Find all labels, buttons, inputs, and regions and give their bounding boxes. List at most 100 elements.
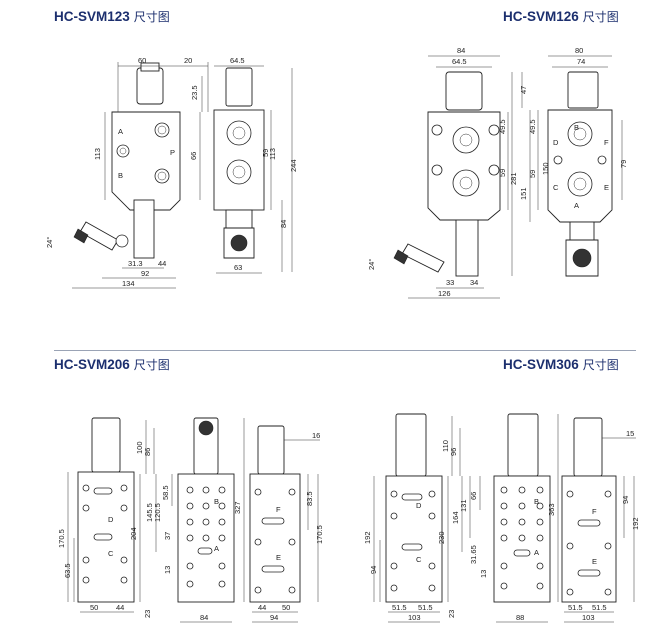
dim-13: 13: [479, 570, 488, 578]
port-label-d: D: [108, 515, 114, 524]
dim-131: 131: [459, 499, 468, 512]
dim-31-3: 31.3: [128, 259, 143, 268]
dim-angle: 24°: [45, 237, 54, 248]
dim-66: 66: [189, 152, 198, 160]
dim-83-5: 83.5: [305, 491, 314, 506]
port-label-e: E: [592, 557, 597, 566]
port-label-b: B: [214, 497, 219, 506]
dim-side-51-5-a: 51.5: [568, 603, 583, 612]
dim-204: 204: [129, 527, 138, 540]
dim-20: 20: [184, 56, 192, 65]
port-label-c: C: [553, 183, 559, 192]
dim-244: 244: [289, 159, 298, 172]
port-label-f: F: [592, 507, 597, 516]
port-label-e: E: [604, 183, 609, 192]
dim-23: 23: [447, 610, 456, 618]
dim-side-50: 50: [282, 603, 290, 612]
dim-281: 281: [509, 172, 518, 185]
dim-88: 88: [516, 613, 524, 622]
port-label-f: F: [276, 505, 281, 514]
dim-16: 16: [312, 431, 320, 440]
dim-113: 113: [93, 148, 102, 160]
dim-80: 80: [575, 46, 583, 55]
dim-150: 150: [541, 162, 550, 175]
svm126-front-view: 84 64.5 49.5 59 281 24° 33 34 126: [367, 46, 518, 299]
port-label-a: A: [118, 127, 123, 136]
port-label-p: P: [170, 148, 175, 157]
dim-37: 37: [163, 532, 172, 540]
port-label-a: A: [214, 544, 219, 553]
dim-59: 59: [498, 169, 507, 177]
dim-49-5: 49.5: [498, 119, 507, 134]
dim-64-5: 64.5: [452, 57, 467, 66]
dim-side-44: 44: [258, 603, 266, 612]
dim-230: 230: [437, 531, 446, 544]
dim-23-5: 23.5: [190, 85, 199, 100]
dim-31-65: 31.65: [469, 545, 478, 564]
port-label-f: F: [604, 138, 609, 147]
dim-44: 44: [116, 603, 124, 612]
svm206-view-1: D C 170.5 63.5 50 44: [57, 417, 135, 613]
dim-13: 13: [163, 566, 172, 574]
dim-94: 94: [270, 613, 278, 622]
model-suffix: 尺寸图: [133, 358, 170, 372]
model-suffix: 尺寸图: [582, 358, 619, 372]
dim-50: 50: [90, 603, 98, 612]
dim-side-103: 103: [582, 613, 595, 622]
svm123-side-view: 64.5 113 59 244 84 63: [213, 56, 298, 274]
model-suffix: 尺寸图: [582, 10, 619, 24]
dim-110: 110: [441, 440, 450, 452]
dim-51-5-b: 51.5: [418, 603, 433, 612]
dim-84: 84: [200, 613, 208, 622]
port-label-c: C: [108, 549, 114, 558]
dim-120-5: 120.5: [153, 503, 162, 522]
model-suffix: 尺寸图: [133, 10, 170, 24]
model-name: HC-SVM126: [503, 9, 579, 24]
dim-192: 192: [363, 531, 372, 544]
dim-134: 134: [122, 279, 135, 288]
port-label-e: E: [276, 553, 281, 562]
dim-164: 164: [451, 511, 460, 524]
dim-74: 74: [577, 57, 585, 66]
dim-63-5: 63.5: [63, 563, 72, 578]
svm126-side-view: B D F C E A 80 74 47 49.5 59 151 79 150: [519, 46, 628, 277]
model-name: HC-SVM206: [54, 357, 130, 372]
dim-side-170-5: 170.5: [315, 525, 324, 544]
dim-side-49-5: 49.5: [528, 119, 537, 134]
dim-side-59: 59: [528, 170, 537, 178]
dim-44: 44: [158, 259, 166, 268]
svm306-view-3: F E 15 94 192 51.5 51.5 103: [561, 417, 640, 623]
dim-33: 33: [446, 278, 454, 287]
port-label-a: A: [574, 201, 579, 210]
svm206-view-3: F E 16 83.5 170.5 44 50 94: [249, 425, 324, 623]
dim-151: 151: [519, 187, 528, 200]
dim-103: 103: [408, 613, 421, 622]
dim-side-94: 94: [621, 496, 630, 504]
dim-58-5: 58.5: [161, 485, 170, 500]
port-label-c: C: [416, 555, 422, 564]
dim-23: 23: [143, 610, 152, 618]
dim-170-5: 170.5: [57, 529, 66, 548]
svm123-front-view: A B P 60 20 113 23.5 66 24° 31.3 44 92 1…: [45, 56, 209, 289]
dim-63: 63: [234, 263, 242, 272]
port-label-b: B: [118, 171, 123, 180]
dim-145-5: 145.5: [145, 503, 154, 522]
dim-86: 86: [143, 448, 152, 456]
dim-47: 47: [519, 86, 528, 94]
dim-51-5-a: 51.5: [392, 603, 407, 612]
dim-34: 34: [470, 278, 478, 287]
dim-126: 126: [438, 289, 451, 298]
model-name: HC-SVM123: [54, 9, 130, 24]
dim-96: 96: [449, 448, 458, 456]
dim-side-192: 192: [631, 517, 640, 530]
port-label-b: B: [574, 123, 579, 132]
dim-79: 79: [619, 160, 628, 168]
dim-84: 84: [279, 220, 288, 228]
dim-66: 66: [469, 492, 478, 500]
port-label-d: D: [553, 138, 559, 147]
